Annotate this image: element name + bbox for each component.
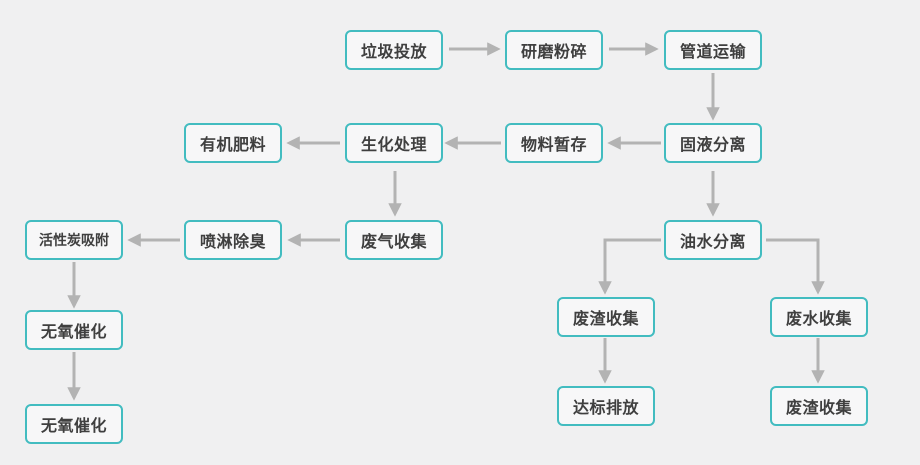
node-anaerobic-catalysis-1: 无氧催化 <box>25 310 123 350</box>
node-material-storage: 物料暂存 <box>505 123 603 163</box>
node-garbage-disposal: 垃圾投放 <box>345 30 443 70</box>
node-anaerobic-catalysis-2: 无氧催化 <box>25 404 123 444</box>
node-grinding: 研磨粉碎 <box>505 30 603 70</box>
node-waste-residue-collection-2: 废渣收集 <box>770 386 868 426</box>
node-waste-residue-collection-1: 废渣收集 <box>557 297 655 337</box>
node-oil-water-separation: 油水分离 <box>664 220 762 260</box>
arrow-n13-n16 <box>766 238 825 295</box>
node-pipeline-transport: 管道运输 <box>664 30 762 70</box>
node-exhaust-collection: 废气收集 <box>345 220 443 260</box>
node-biochemical-treatment: 生化处理 <box>345 123 443 163</box>
node-discharge-standard: 达标排放 <box>557 386 655 426</box>
node-spray-deodorization: 喷淋除臭 <box>184 220 282 260</box>
node-solid-liquid-separation: 固液分离 <box>664 123 762 163</box>
arrow-n13-n14 <box>598 238 661 295</box>
node-activated-carbon: 活性炭吸附 <box>25 220 123 260</box>
node-organic-fertilizer: 有机肥料 <box>184 123 282 163</box>
node-wastewater-collection: 废水收集 <box>770 297 868 337</box>
